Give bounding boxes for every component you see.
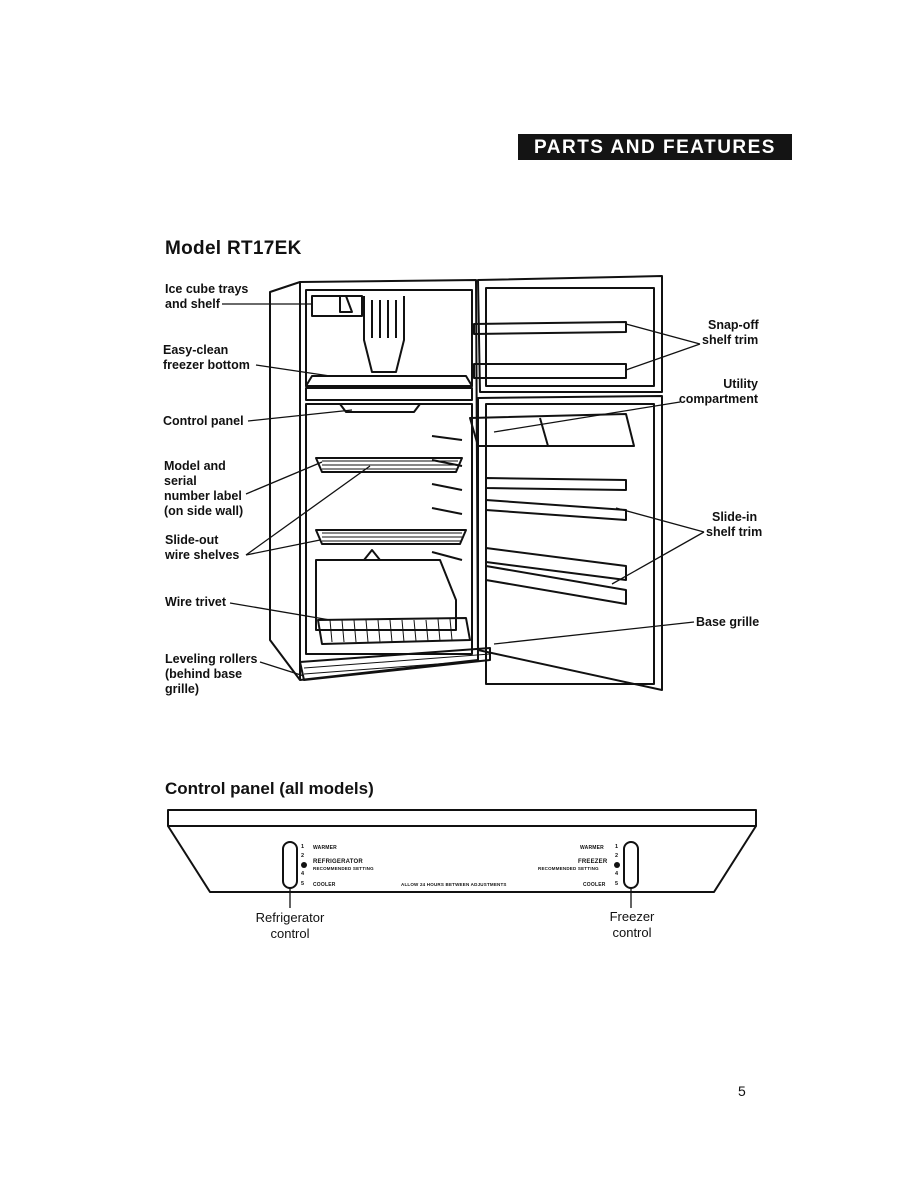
label-line: Utility — [723, 377, 758, 391]
label-line: freezer bottom — [163, 358, 250, 372]
panel-num: 5 — [301, 881, 305, 887]
label-line: Slide-out — [165, 533, 219, 547]
panel-freezer: FREEZER — [578, 859, 608, 865]
label-line: shelf trim — [702, 333, 759, 347]
label-line: wire shelves — [165, 548, 240, 562]
panel-recommended-left: RECOMMENDED SETTING — [313, 866, 374, 871]
freezer-control-label: Freezer control — [592, 909, 672, 941]
panel-refrigerator: REFRIGERATOR — [313, 859, 363, 865]
panel-recommended-right: RECOMMENDED SETTING — [538, 866, 599, 871]
panel-num: 5 — [615, 881, 619, 887]
label-leveling-rollers: Leveling rollers (behind base grille) — [165, 652, 257, 697]
label-line: (behind base — [165, 667, 243, 681]
panel-num: 1 — [615, 844, 619, 850]
label-line: number label — [164, 489, 242, 503]
panel-num: 2 — [301, 853, 305, 859]
page-number: 5 — [738, 1083, 746, 1099]
label-utility: Utility compartment — [676, 377, 758, 407]
label-control-panel: Control panel — [163, 414, 244, 428]
label-line: Easy-clean — [163, 343, 229, 357]
label-line: (on side wall) — [164, 504, 244, 518]
control-panel-heading: Control panel (all models) — [165, 779, 374, 798]
panel-warmer-left: WARMER — [313, 845, 337, 851]
label-line: Leveling rollers — [165, 652, 258, 666]
label-line: Refrigerator — [255, 910, 325, 925]
panel-num: 4 — [615, 871, 619, 877]
label-ice-cube-trays: Ice cube trays and shelf — [165, 282, 248, 312]
panel-cooler-left: COOLER — [313, 882, 336, 888]
label-snap-off: Snap-off shelf trim — [702, 318, 759, 348]
panel-num: 1 — [301, 844, 305, 850]
panel-warmer-right: WARMER — [580, 845, 604, 851]
label-line: serial — [164, 474, 197, 488]
label-line: control — [270, 926, 310, 941]
label-line: Model and — [164, 459, 226, 473]
label-line: grille) — [165, 682, 200, 696]
label-slide-out: Slide-out wire shelves — [165, 533, 239, 563]
section-banner: PARTS AND FEATURES — [518, 134, 792, 160]
label-line: Ice cube trays — [165, 282, 249, 296]
label-model-serial: Model and serial number label (on side w… — [164, 459, 243, 519]
label-line: Freezer — [609, 909, 655, 924]
label-line: and shelf — [165, 297, 220, 311]
panel-num: 2 — [615, 853, 619, 859]
panel-allow-text: ALLOW 24 HOURS BETWEEN ADJUSTMENTS — [401, 882, 507, 887]
model-heading: Model RT17EK — [165, 238, 302, 259]
label-line: Snap-off — [708, 318, 759, 332]
panel-num: 4 — [301, 871, 305, 877]
label-easy-clean: Easy-clean freezer bottom — [163, 343, 250, 373]
label-slide-in: Slide-in shelf trim — [706, 510, 762, 540]
label-line: Slide-in — [712, 510, 758, 524]
label-line: control — [612, 925, 652, 940]
refrigerator-control-label: Refrigerator control — [240, 910, 340, 942]
panel-cooler-right: COOLER — [583, 882, 606, 888]
label-wire-trivet: Wire trivet — [165, 595, 227, 609]
label-line: compartment — [678, 392, 758, 406]
label-line: shelf trim — [706, 525, 763, 539]
label-base-grille: Base grille — [696, 615, 760, 629]
